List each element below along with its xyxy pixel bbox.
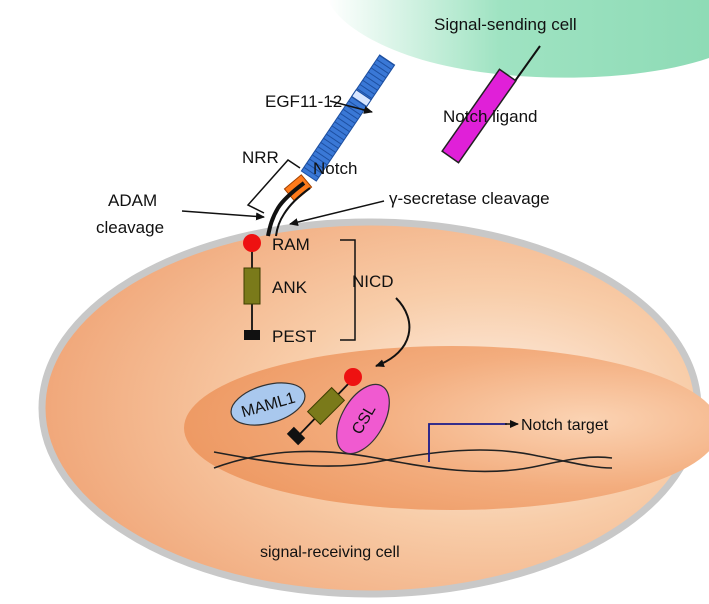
ram-label: RAM <box>272 235 310 254</box>
ram-domain <box>243 234 261 252</box>
ank-domain <box>243 267 261 305</box>
egf11-12-segment <box>351 89 372 108</box>
notch-ligand-label: Notch ligand <box>443 107 538 126</box>
adam-cleavage-arrow <box>181 210 265 221</box>
nucleus <box>184 346 709 510</box>
nrr-label: NRR <box>242 148 279 167</box>
nicd-bracket <box>340 239 356 341</box>
signal-sending-cell <box>328 0 709 78</box>
transcription-complex: MAML1 CSL <box>230 368 390 455</box>
pest-domain <box>244 330 260 340</box>
nicd-label: NICD <box>352 272 394 291</box>
maml1 <box>230 382 306 426</box>
notch-transmembrane <box>266 181 306 237</box>
egf-repeats <box>300 54 396 182</box>
notch-transmembrane-inner <box>275 187 311 237</box>
pest-label: PEST <box>272 327 316 346</box>
notch-label: Notch <box>313 159 357 178</box>
csl <box>336 383 390 455</box>
notch-target-promoter <box>428 423 507 462</box>
dna-strand-2 <box>213 449 613 469</box>
notch-target-label: Notch target <box>521 417 609 434</box>
signal-sending-cell-label: Signal-sending cell <box>434 15 577 34</box>
signal-receiving-cell-label: signal-receiving cell <box>260 544 400 561</box>
nuclear-ram-domain <box>344 368 362 386</box>
egf11-12-arrow <box>329 100 373 114</box>
ank-label: ANK <box>272 278 308 297</box>
adam-cleavage-label-2: cleavage <box>96 218 164 237</box>
adam-cleavage-label-1: ADAM <box>108 191 157 210</box>
notch-ligand <box>441 68 517 164</box>
gamma-secretase-arrow <box>289 200 385 226</box>
nuclear-ank-domain <box>306 386 346 426</box>
nicd-translocation-arrow <box>375 297 411 367</box>
egf11-12-label: EGF11-12 <box>265 92 342 111</box>
dna-strand-1 <box>213 450 613 473</box>
nuclear-pest-domain <box>286 426 306 446</box>
gamma-secretase-label: γ-secretase cleavage <box>389 189 550 208</box>
nrr-bracket <box>246 159 301 214</box>
